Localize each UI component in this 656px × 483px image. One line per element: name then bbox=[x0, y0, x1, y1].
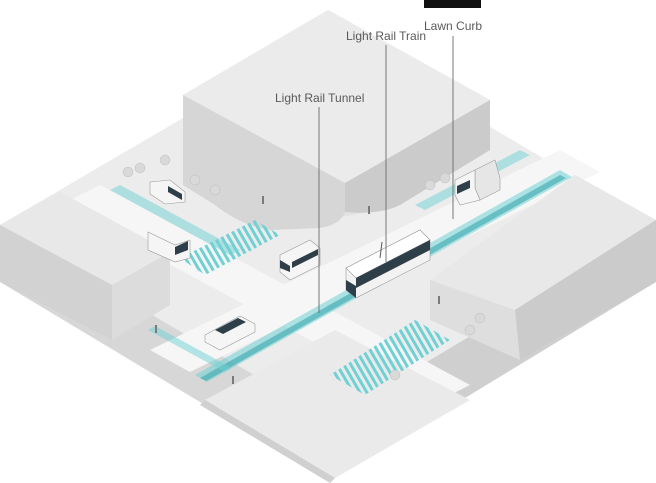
van-left bbox=[147, 231, 191, 263]
left-building-block bbox=[0, 192, 170, 340]
callout-light-rail-tunnel: Light Rail Tunnel bbox=[275, 91, 364, 313]
callout-lawn-curb: Lawn Curb bbox=[424, 0, 482, 219]
pedestrians bbox=[155, 196, 440, 384]
light-rail-train bbox=[345, 229, 431, 299]
callout-label-tunnel: Light Rail Tunnel bbox=[275, 91, 364, 105]
bus bbox=[279, 239, 321, 281]
car-front bbox=[204, 315, 256, 351]
black-tab bbox=[424, 0, 481, 8]
tall-building-block bbox=[183, 10, 490, 230]
callout-label-train: Light Rail Train bbox=[346, 29, 426, 43]
truck bbox=[454, 159, 501, 206]
callout-label-curb: Lawn Curb bbox=[424, 19, 482, 33]
trees bbox=[122, 154, 486, 381]
callout-light-rail-train: Light Rail Train bbox=[346, 29, 426, 262]
right-building-block bbox=[430, 175, 656, 360]
car-top-left bbox=[149, 179, 186, 205]
